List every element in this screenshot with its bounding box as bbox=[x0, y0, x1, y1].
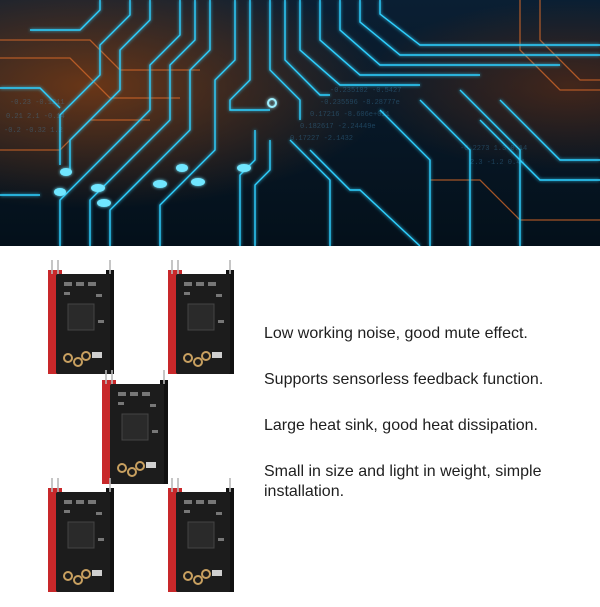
feature-small-size: Small in size and light in weight, simpl… bbox=[264, 463, 542, 500]
stepper-driver-module bbox=[94, 370, 170, 494]
svg-text:-0.235102 -0.5427: -0.235102 -0.5427 bbox=[330, 87, 401, 95]
stepper-driver-image bbox=[168, 260, 234, 374]
stepper-driver-module bbox=[40, 260, 116, 384]
svg-text:-0.2273 1.3 0.14: -0.2273 1.3 0.14 bbox=[460, 145, 527, 153]
svg-text:0.21 2.1 -0.14: 0.21 2.1 -0.14 bbox=[6, 113, 65, 121]
stepper-driver-image bbox=[48, 260, 114, 374]
svg-text:0.17227 -2.1432: 0.17227 -2.1432 bbox=[290, 135, 353, 143]
svg-text:2.3 -1.2 0.44: 2.3 -1.2 0.44 bbox=[470, 159, 525, 167]
feature-heat-sink: Large heat sink, good heat dissipation. bbox=[264, 417, 538, 434]
stepper-driver-module bbox=[160, 478, 236, 602]
svg-text:-0.235596 -8.28777e: -0.235596 -8.28777e bbox=[320, 99, 400, 107]
stepper-driver-image bbox=[168, 478, 234, 592]
svg-text:0.182617 -2.24449e: 0.182617 -2.24449e bbox=[300, 123, 376, 131]
svg-text:0.17216 -8.606e+011: 0.17216 -8.606e+011 bbox=[310, 111, 390, 119]
svg-text:-0.2 -0.32 1.2: -0.2 -0.32 1.2 bbox=[4, 127, 63, 135]
feature-sensorless-feedback: Supports sensorless feedback function. bbox=[264, 371, 544, 388]
circuit-board-banner: -0.235102 -0.5427 -0.235596 -8.28777e 0.… bbox=[0, 0, 600, 246]
stepper-driver-image bbox=[102, 370, 168, 484]
product-image-grid bbox=[0, 246, 250, 600]
feature-low-noise: Low working noise, good mute effect. bbox=[264, 325, 528, 342]
stepper-driver-image bbox=[48, 478, 114, 592]
svg-text:-0.23 -0.1211: -0.23 -0.1211 bbox=[10, 99, 65, 107]
circuit-board-image: -0.235102 -0.5427 -0.235596 -8.28777e 0.… bbox=[0, 0, 600, 246]
stepper-driver-module bbox=[160, 260, 236, 384]
feature-list: Low working noise, good mute effect. Sup… bbox=[264, 324, 594, 528]
stepper-driver-module bbox=[40, 478, 116, 602]
